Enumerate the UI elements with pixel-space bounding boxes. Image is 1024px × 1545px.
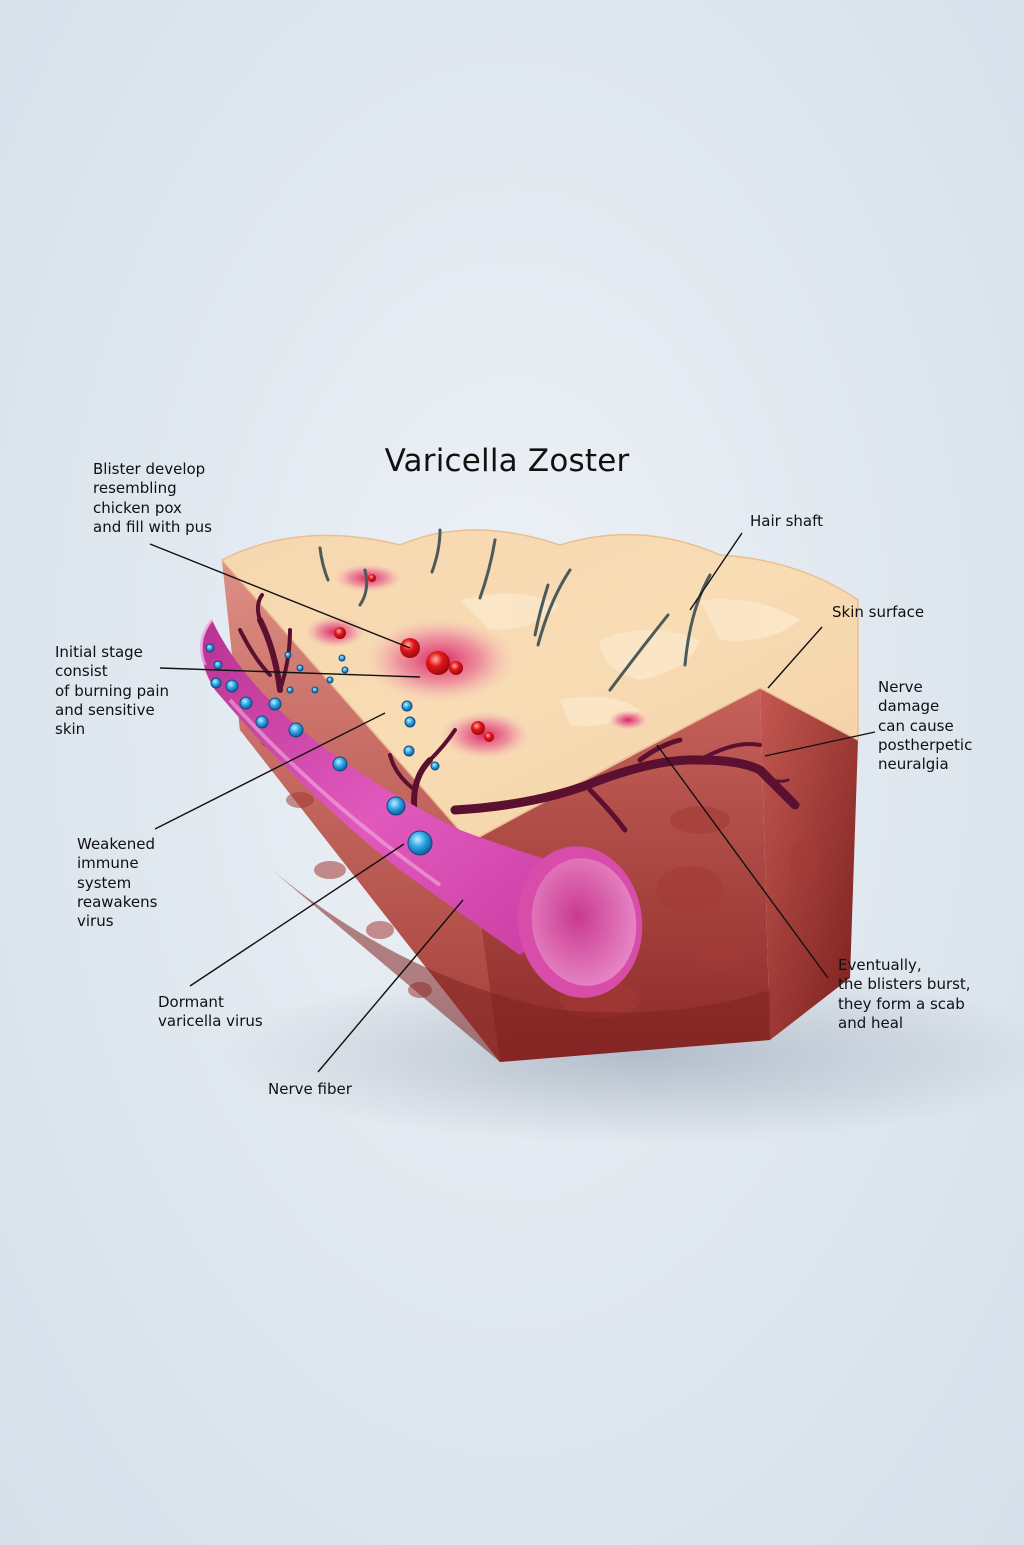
label-nerve-fiber: Nerve fiber <box>268 1080 352 1098</box>
label-skin-surface: Skin surface <box>832 603 925 621</box>
hair-shafts <box>318 528 712 692</box>
virus-particles <box>205 643 440 856</box>
label-weakened-immune: Weakened immune system reawakens virus <box>77 835 158 931</box>
block-shadow <box>220 965 1024 1145</box>
label-dormant-virus: Dormant varicella virus <box>158 993 263 1031</box>
label-eventually: Eventually, the blisters burst, they for… <box>838 956 971 1032</box>
label-hair-shaft: Hair shaft <box>750 512 823 530</box>
label-blister: Blister develop resembling chicken pox a… <box>93 460 212 536</box>
label-nerve-damage: Nerve damage can cause postherpetic neur… <box>878 678 973 774</box>
skin-top-surface <box>220 529 859 843</box>
blisters <box>334 574 494 742</box>
leader-lines <box>149 532 876 1073</box>
nerve-fiber-tube <box>201 620 620 955</box>
label-initial-stage: Initial stage consist of burning pain an… <box>55 643 170 739</box>
diagram-title: Varicella Zoster <box>384 443 630 479</box>
